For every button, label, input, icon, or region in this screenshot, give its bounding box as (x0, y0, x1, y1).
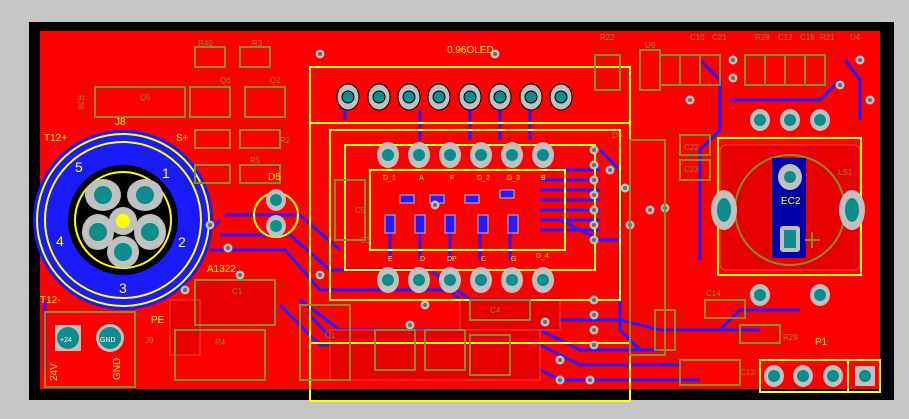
ref-c22: C22 (684, 143, 699, 152)
label-24v: 24V (49, 363, 60, 381)
ref-r38: R38 (76, 95, 85, 110)
p1-connector (759, 359, 881, 393)
j8-connector (33, 130, 213, 310)
ref-c12: C12 (778, 33, 793, 42)
label-seg-d4: D_4 (536, 253, 549, 260)
silkscreen-labels: 0.96OLED J8 T12+ S+ D5 A1322 T12- PE EC2… (40, 45, 828, 381)
ref-u4: U4 (850, 33, 861, 42)
component-outlines (94, 46, 826, 386)
label-seg-a: A (419, 175, 424, 182)
ref-r21: R21 (820, 33, 835, 42)
label-seg-d: D (420, 256, 425, 263)
ref-r5: R5 (250, 156, 261, 165)
label-p1: P1 (815, 337, 828, 348)
label-seg-d3: D_3 (507, 175, 520, 182)
ref-r29: R29 (783, 333, 798, 342)
ref-c4: C4 (490, 306, 501, 315)
d5-led (253, 189, 299, 238)
j9-power-connector (44, 311, 136, 388)
label-pin-2: 2 (178, 234, 186, 250)
ref-ds: DS (612, 131, 623, 140)
ref-r4: R4 (215, 338, 226, 347)
j9-pad-labels: +24 GND (60, 337, 116, 344)
ref-j9: J9 (145, 336, 154, 345)
label-seg-dp: DP (447, 256, 457, 263)
ref-c14: C14 (706, 289, 721, 298)
ref-c13: C13 (740, 368, 755, 377)
pad-label-24: +24 (60, 337, 72, 344)
copper-islands (169, 144, 861, 381)
label-pe: PE (151, 315, 165, 326)
label-pin-3: 3 (119, 280, 127, 296)
ref-ls1: LS1 (838, 168, 853, 177)
label-d5: D5 (268, 172, 281, 183)
buzzer-ls1 (711, 137, 865, 276)
label-oled: 0.96OLED (447, 45, 494, 56)
ref-q6: Q6 (220, 76, 231, 85)
label-s-plus: S+ (176, 133, 189, 144)
ref-c10: C10 (690, 33, 705, 42)
label-gnd: GND (112, 358, 123, 380)
label-seg-d2: D_2 (477, 175, 490, 182)
ref-r28: R28 (755, 33, 770, 42)
label-seg-c: C (481, 256, 486, 263)
ref-q5: Q5 (140, 93, 151, 102)
ref-c1: C1 (232, 287, 243, 296)
label-a1322: A1322 (207, 264, 236, 275)
label-j8: J8 (115, 117, 126, 128)
label-seg-f: F (450, 175, 454, 182)
ref-c23: C23 (684, 165, 699, 174)
ref-q2: Q2 (270, 76, 281, 85)
ref-c18: C18 (800, 33, 815, 42)
ref-u9: U9 (645, 41, 656, 50)
label-pin-1: 1 (162, 165, 170, 181)
label-seg-e: E (388, 256, 393, 263)
ref-u1: U1 (325, 331, 336, 340)
ref-c3: C3 (360, 236, 371, 245)
reference-designators: R40 R3 R38 Q5 Q6 Q2 R2 R5 C1 R4 J9 C3 C5… (76, 33, 861, 377)
ref-r40: R40 (198, 39, 213, 48)
label-ec2: EC2 (781, 196, 801, 207)
label-seg-g: G (511, 256, 516, 263)
label-pin-5: 5 (75, 159, 83, 175)
label-seg-b: B (541, 175, 546, 182)
label-seg-d1: D_1 (383, 175, 396, 182)
label-t12-plus: T12+ (44, 133, 67, 144)
label-t12-minus: T12- (40, 295, 61, 306)
label-pin-4: 4 (56, 233, 64, 249)
ref-c21: C21 (712, 33, 727, 42)
ref-r3: R3 (252, 39, 263, 48)
ref-r22: R22 (600, 33, 615, 42)
ref-r2: R2 (280, 136, 291, 145)
ref-c5: C5 (355, 206, 366, 215)
pad-label-gnd: GND (100, 337, 116, 344)
